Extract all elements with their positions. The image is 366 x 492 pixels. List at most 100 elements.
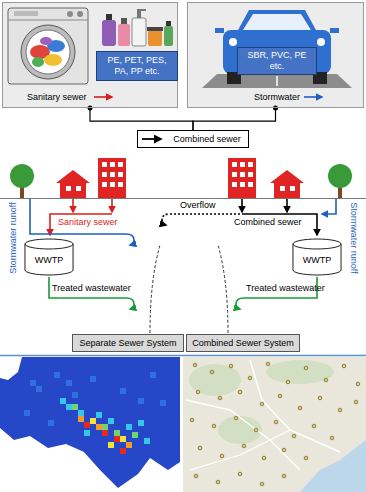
- washing-machine: [21, 25, 75, 79]
- cosmetics: [166, 21, 171, 26]
- cosmetics: [148, 30, 162, 46]
- site-map: [266, 360, 334, 384]
- annotation-label: Treated wastewater: [246, 283, 325, 294]
- site-map: [342, 364, 346, 368]
- car: [215, 28, 224, 33]
- building: [102, 162, 107, 167]
- heatmap: [30, 380, 36, 386]
- flow-arrow: [94, 96, 112, 98]
- site-map: [266, 362, 270, 366]
- tree: [328, 164, 352, 188]
- building: [228, 158, 256, 198]
- node-text: SBR, PVC, PE etc.: [241, 50, 313, 72]
- site-map: [190, 418, 194, 422]
- cosmetics: [121, 18, 127, 24]
- site-map: [330, 436, 334, 440]
- heatmap: [90, 418, 96, 424]
- heatmap: [84, 430, 90, 436]
- heatmap: [126, 442, 132, 448]
- cosmetics: [132, 18, 146, 46]
- washing-machine: [67, 11, 73, 17]
- panel-fill: [187, 2, 364, 108]
- car: [243, 14, 311, 30]
- sewer-pipe: [286, 199, 288, 212]
- heatmap: [150, 372, 156, 378]
- site-map: [218, 416, 262, 444]
- site-map: [300, 440, 366, 492]
- heatmap: [132, 432, 138, 438]
- washing-machine: [26, 30, 70, 74]
- annotation-label: Stormwater runoff: [8, 202, 19, 273]
- site-map: [250, 360, 340, 452]
- site-map: [254, 428, 258, 432]
- site-map: [193, 363, 197, 367]
- washing-machine: [44, 54, 62, 66]
- panel-fill: [2, 2, 178, 108]
- flow-connector: [90, 108, 193, 130]
- heatmap: [24, 410, 30, 416]
- heatmap: [102, 430, 108, 436]
- site-map: [282, 448, 286, 452]
- heatmap: [72, 392, 78, 398]
- panel-fill: [2, 2, 364, 108]
- site-map: [183, 357, 366, 492]
- heatmap: [24, 372, 166, 426]
- site-map: [262, 456, 266, 460]
- site-map: [260, 482, 264, 486]
- system-label: Combined Sewer System: [186, 334, 300, 352]
- heatmap: [114, 430, 120, 436]
- site-map: [196, 390, 200, 394]
- washing-machine: [77, 11, 83, 17]
- site-map: [282, 474, 286, 478]
- site-map: [220, 454, 224, 458]
- washing-machine: [8, 8, 88, 84]
- heatmap: [96, 424, 102, 430]
- flow-connector: [193, 108, 276, 130]
- cosmetics: [102, 9, 173, 46]
- annotation-label: Sanitary sewer: [58, 217, 118, 228]
- site-map: [338, 408, 342, 412]
- cosmetics: [147, 27, 163, 31]
- sewer-box: Combined sewer: [137, 130, 249, 148]
- site-map: [324, 378, 328, 382]
- treatment-plant: WWTP: [24, 238, 74, 276]
- site-map: [298, 406, 302, 410]
- node-text: PE, PET, PES, PA, PP etc.: [100, 55, 174, 77]
- building: [232, 172, 237, 177]
- car: [330, 28, 339, 33]
- heatmap: [90, 418, 126, 448]
- source-panel: StormwaterSBR, PVC, PE etc.: [187, 2, 364, 108]
- heatmap: [120, 436, 126, 442]
- building: [290, 186, 295, 191]
- node-text: WWTP: [303, 255, 332, 266]
- heatmap: [84, 422, 90, 428]
- cosmetics: [137, 10, 141, 18]
- cosmetics: [106, 14, 112, 20]
- heatmap: [138, 398, 144, 404]
- building: [240, 162, 245, 167]
- heatmap: [72, 404, 138, 438]
- car: [229, 38, 237, 46]
- zoom-line: [150, 245, 160, 333]
- cylinder-outline: [25, 244, 73, 249]
- site-map: [304, 456, 308, 460]
- car: [202, 10, 352, 88]
- building: [274, 182, 300, 198]
- heatmap: [96, 412, 102, 418]
- heatmap: [108, 442, 114, 448]
- car: [237, 10, 317, 32]
- site-map: [216, 480, 220, 484]
- heatmap: [54, 372, 60, 378]
- cylinder-outline: [293, 244, 341, 249]
- site-map: [189, 364, 241, 396]
- cylinder-outline: [25, 239, 73, 275]
- washing-machine: [40, 37, 52, 45]
- site-map: [312, 424, 316, 428]
- cosmetics: [102, 20, 116, 46]
- building: [240, 182, 245, 187]
- building: [102, 172, 107, 177]
- site-map: [304, 366, 308, 370]
- heatmap: [66, 404, 72, 410]
- heatmap: [60, 398, 66, 404]
